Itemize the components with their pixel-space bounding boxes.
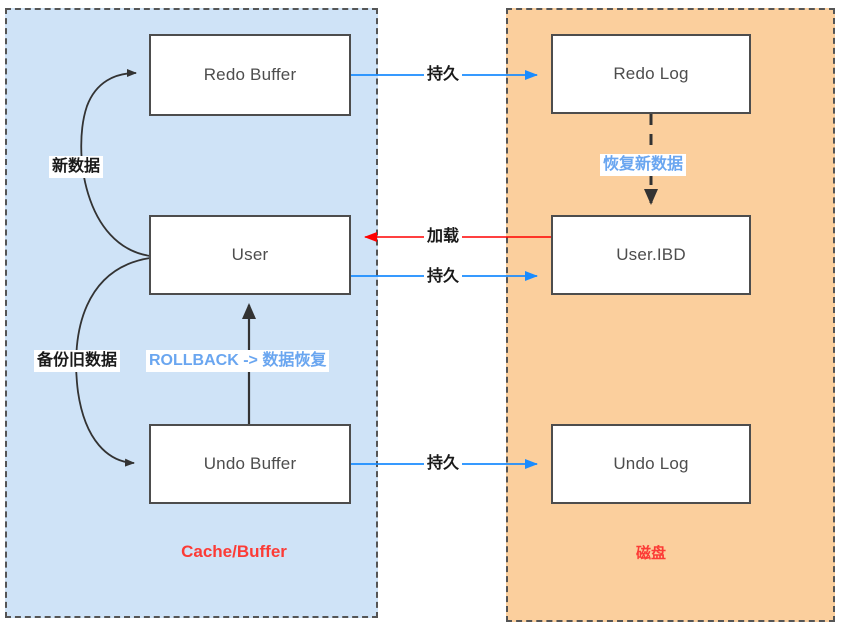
node-user-label: User (231, 245, 269, 264)
node-redo-buffer-label: Redo Buffer (203, 65, 297, 84)
node-undo-log[interactable]: Undo Log (551, 424, 751, 504)
node-redo-log-label: Redo Log (613, 64, 689, 83)
node-user[interactable]: User (149, 215, 351, 295)
edge-label-persist-redo: 持久 (424, 64, 463, 86)
node-undo-buffer-label: Undo Buffer (203, 454, 297, 473)
node-undo-log-label: Undo Log (613, 454, 689, 473)
edge-label-recover-new-data: 恢复新数据 (600, 154, 687, 176)
node-user-ibd[interactable]: User.IBD (551, 215, 751, 295)
edge-label-persist-user: 持久 (424, 266, 463, 288)
node-redo-buffer[interactable]: Redo Buffer (149, 34, 351, 116)
node-redo-log[interactable]: Redo Log (551, 34, 751, 114)
zone-caption-cache-buffer: Cache/Buffer (181, 542, 287, 561)
node-undo-buffer[interactable]: Undo Buffer (149, 424, 351, 504)
edge-label-persist-undo: 持久 (424, 453, 463, 475)
node-user-ibd-label: User.IBD (616, 245, 686, 264)
zone-caption-disk: 磁盘 (635, 545, 666, 562)
edge-label-load: 加载 (424, 226, 463, 248)
edge-label-new-data: 新数据 (49, 156, 104, 178)
edge-label-rollback: ROLLBACK -> 数据恢复 (146, 350, 330, 372)
edge-label-backup-old-data: 备份旧数据 (34, 350, 121, 372)
